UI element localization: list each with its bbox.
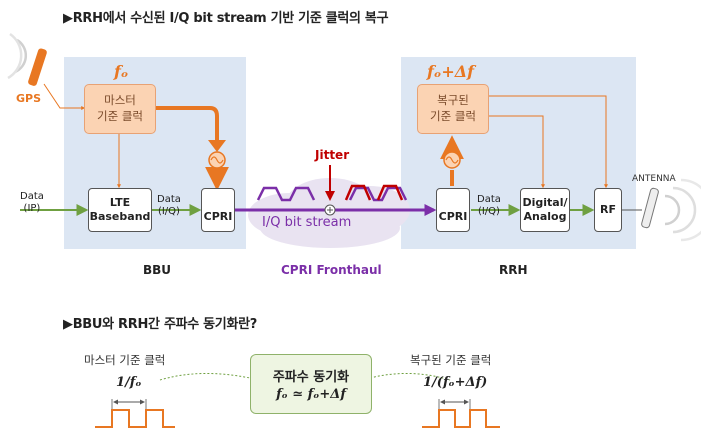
data-ip-label: Data(IP) (20, 191, 44, 215)
lte-baseband-line1: LTE (109, 196, 131, 210)
antenna-icon (641, 178, 701, 242)
digital-analog-line1: Digital/ (522, 196, 568, 210)
gps-line (43, 83, 86, 110)
recovered-clock-line1: 복구된 (437, 93, 469, 108)
header-frequency-sync: ▶BBU와 RRH간 주파수 동기화란? (63, 317, 258, 332)
oscillator-icon-right (443, 151, 461, 169)
bbu-label: BBU (143, 263, 172, 277)
adder-icon (324, 204, 336, 216)
period-left-label: 1/fₒ (116, 375, 142, 390)
sync-title: 주파수 동기화 (272, 370, 350, 385)
data-ip-line1: Data (20, 191, 44, 202)
sync-formula: fₒ ≃ fₒ+Δf (276, 387, 346, 402)
clock-to-rf-line (488, 95, 608, 189)
data-ip-line2: (IP) (23, 203, 41, 214)
iq-stream-label: I/Q bit stream (262, 215, 352, 230)
iq-waveform-left (256, 186, 316, 202)
data-iq-right-line1: Data (477, 194, 501, 205)
master-clock-line1: 마스터 (104, 93, 136, 108)
jitter-label: Jitter (315, 148, 350, 162)
rrh-label: RRH (499, 263, 528, 277)
header-clock-recovery: ▶RRH에서 수신된 I/Q bit stream 기반 기준 클럭의 복구 (63, 11, 389, 26)
data-iq-right-line2: (I/Q) (477, 206, 500, 217)
recovered-clock-label: 복구된 기준 클럭 (410, 353, 492, 367)
dashed-link-left (159, 373, 251, 381)
clock-to-cpri-path (155, 106, 219, 149)
gps-label: GPS (16, 92, 42, 105)
digital-analog-line2: Analog (523, 210, 567, 223)
fo-rrh-label: fₒ+Δf (427, 62, 475, 81)
jitter-waveform (344, 184, 404, 201)
cpri-bbu-label: CPRI (203, 210, 233, 224)
dashed-link-right (369, 373, 451, 381)
period-right-label: 1/(fₒ+Δf) (423, 375, 488, 390)
fo-bbu-label: fₒ (114, 62, 129, 81)
antenna-label: ANTENNA (632, 174, 676, 184)
master-clock-line2: 기준 클럭 (97, 109, 143, 123)
frequency-sync-box: 주파수 동기화 fₒ ≃ fₒ+Δf (250, 354, 372, 414)
recovered-clock-line2: 기준 클럭 (430, 109, 476, 123)
data-iq-left-label: Data(I/Q) (157, 194, 181, 218)
oscillator-icon-left (208, 151, 226, 169)
recovered-clock-waveform (422, 399, 500, 428)
digital-analog-box: Digital/Analog (520, 188, 570, 232)
fronthaul-label: CPRI Fronthaul (281, 263, 382, 277)
gps-antenna-icon (7, 32, 47, 86)
master-clock-label: 마스터 기준 클럭 (84, 353, 166, 367)
lte-baseband-line2: Baseband (89, 210, 151, 223)
data-iq-left-line2: (I/Q) (157, 206, 180, 217)
cpri-rrh-label: CPRI (438, 210, 468, 224)
data-iq-right-label: Data(I/Q) (477, 194, 501, 218)
master-clock-waveform (95, 399, 175, 428)
cpri-rrh-box: CPRI (436, 188, 470, 232)
rf-box: RF (594, 188, 622, 232)
rf-label: RF (600, 203, 616, 217)
cpri-bbu-box: CPRI (201, 188, 235, 232)
data-iq-left-line1: Data (157, 194, 181, 205)
clock-to-da-line (488, 115, 545, 189)
